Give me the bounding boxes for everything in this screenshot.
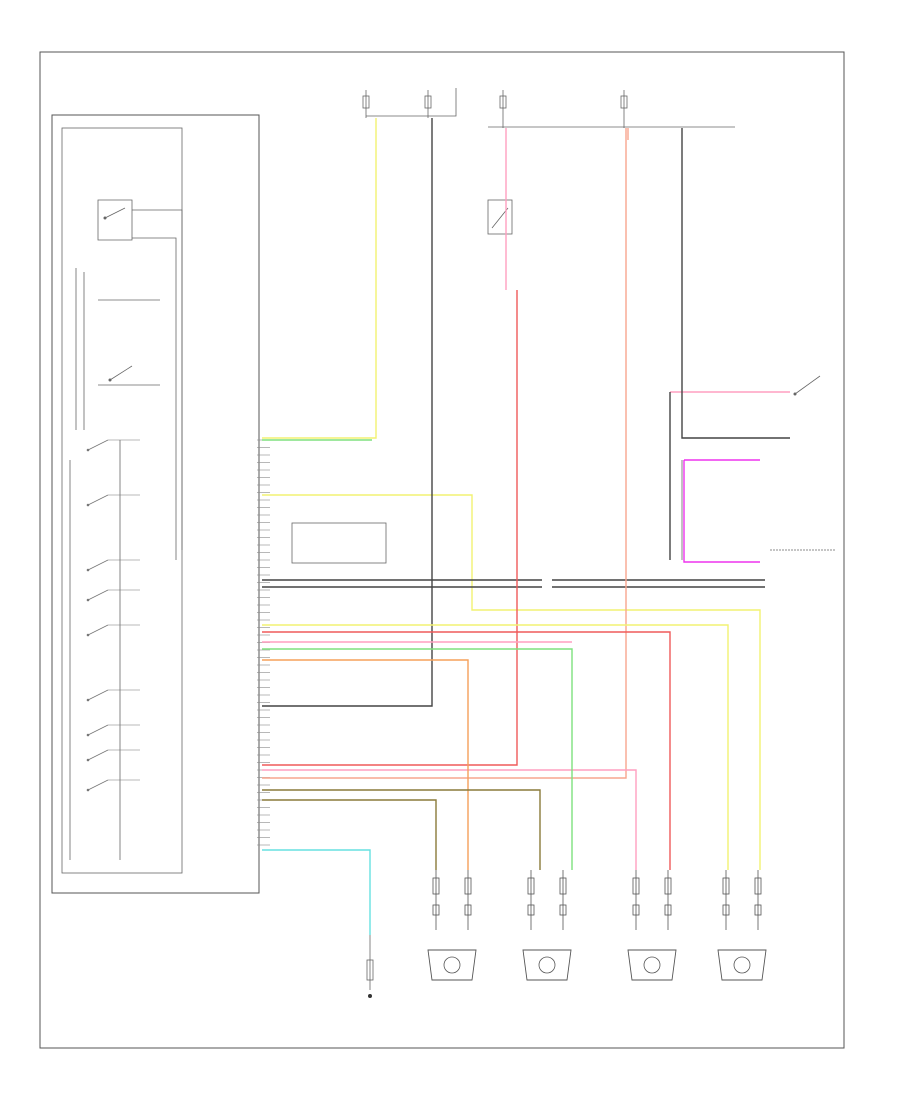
sensor-connector	[632, 877, 640, 895]
ladder-switch-contact	[86, 758, 90, 762]
sensor-plug	[464, 904, 472, 916]
wheel-sensor-body	[717, 949, 767, 981]
ladder-switch-contact	[86, 633, 90, 637]
fuse-box-bracket	[366, 88, 457, 117]
sensor-plug	[722, 904, 730, 916]
wire-red	[262, 290, 518, 766]
fuse-2	[424, 90, 432, 118]
wheel-sensor-body	[627, 949, 677, 981]
junction-box	[291, 522, 387, 564]
wire-cyan	[262, 849, 371, 935]
ladder-switch	[87, 624, 109, 636]
ladder-switch-contact	[86, 698, 90, 702]
sensor-connector	[464, 877, 472, 895]
sensor-plug	[632, 904, 640, 916]
sensor-plug	[559, 904, 567, 916]
wire-yellow	[262, 624, 729, 870]
wire-yellow	[262, 494, 761, 870]
ladder-switch	[87, 689, 109, 701]
wire-gray	[681, 128, 790, 439]
switch-ladder	[69, 439, 140, 860]
sensor-plug	[754, 904, 762, 916]
ladder-switch	[87, 439, 109, 451]
ladder-switch-contact	[86, 568, 90, 572]
sensor-connector	[722, 877, 730, 895]
fuse-3	[499, 90, 507, 128]
sensor-plug	[664, 904, 672, 916]
wheel-sensor-body	[427, 949, 477, 981]
wheel-sensor-hub	[538, 956, 556, 974]
fuse-4	[620, 90, 628, 128]
sensor-connector	[432, 877, 440, 895]
ladder-switch	[87, 749, 109, 761]
sensor-plug	[432, 904, 440, 916]
relay-2	[75, 268, 160, 430]
wire-brown	[262, 789, 541, 870]
ladder-switch-contact	[86, 448, 90, 452]
wire-brown	[262, 799, 437, 870]
data-link-connector	[681, 460, 835, 560]
ladder-switch-contact	[86, 788, 90, 792]
wire-pink	[262, 769, 637, 870]
wheel-sensor-hub	[733, 956, 751, 974]
wire-green	[262, 648, 573, 870]
sensor-connector	[754, 877, 762, 895]
wheel-sensor-body	[522, 949, 572, 981]
ladder-switch	[87, 589, 109, 601]
ladder-switch-contact	[86, 733, 90, 737]
wheel-sensors	[427, 870, 767, 981]
relay-1	[97, 199, 183, 560]
diagram-border	[39, 51, 845, 1049]
wire-yellow	[262, 118, 377, 439]
ladder-switch-contact	[86, 598, 90, 602]
ladder-switch	[87, 779, 109, 791]
wheel-sensor-hub	[643, 956, 661, 974]
traction-switch	[793, 375, 821, 396]
brake-switch	[487, 199, 513, 235]
ladder-switch	[87, 724, 109, 736]
sensor-connector	[559, 877, 567, 895]
sensor-plug	[527, 904, 535, 916]
ground	[366, 935, 374, 998]
abs-control-module	[51, 114, 270, 894]
wires	[262, 118, 790, 935]
wire-orange	[262, 659, 469, 870]
sensor-connector	[527, 877, 535, 895]
wheel-sensor-hub	[443, 956, 461, 974]
ladder-switch-contact	[86, 503, 90, 507]
wire-red	[262, 631, 671, 870]
wire-salmon	[262, 128, 627, 779]
ladder-switch	[87, 494, 109, 506]
wire-magenta	[683, 460, 760, 563]
ladder-switch	[87, 559, 109, 571]
sensor-connector	[664, 877, 672, 895]
wire-gray	[262, 118, 433, 707]
module-pins	[257, 439, 270, 846]
fuse-1	[362, 90, 370, 118]
